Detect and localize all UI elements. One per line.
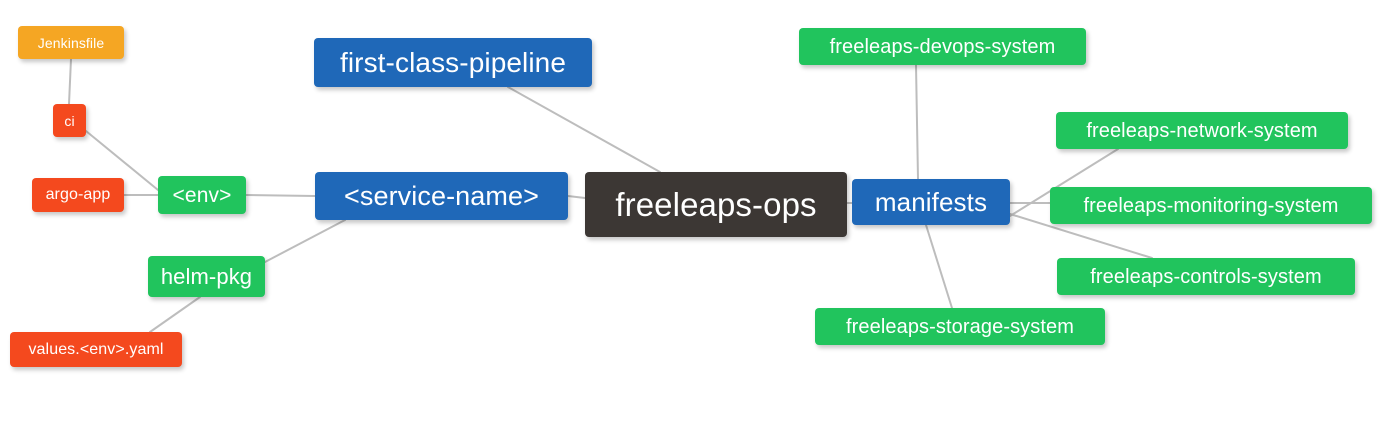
- node-label-freeleaps-controls-system: freeleaps-controls-system: [1090, 265, 1322, 288]
- node-values-env-yaml[interactable]: values.<env>.yaml: [10, 332, 182, 367]
- node-label-argo-app: argo-app: [45, 186, 111, 203]
- node-label-freeleaps-devops-system: freeleaps-devops-system: [829, 35, 1056, 58]
- edge-env-to-service-name: [245, 194, 316, 197]
- node-label-ci: ci: [64, 112, 75, 129]
- node-label-first-class-pipeline: first-class-pipeline: [339, 46, 567, 78]
- node-label-freeleaps-storage-system: freeleaps-storage-system: [845, 315, 1075, 338]
- edge-first-class-pipeline-to-freeleaps-ops: [507, 86, 661, 173]
- node-label-freeleaps-network-system: freeleaps-network-system: [1086, 119, 1318, 142]
- edge-manifests-to-freeleaps-devops-system: [915, 64, 919, 180]
- node-first-class-pipeline[interactable]: first-class-pipeline: [314, 38, 592, 87]
- node-service-name[interactable]: <service-name>: [315, 172, 568, 220]
- node-label-freeleaps-ops: freeleaps-ops: [615, 186, 817, 223]
- node-jenkinsfile[interactable]: Jenkinsfile: [18, 26, 124, 59]
- node-label-service-name: <service-name>: [344, 180, 539, 211]
- node-label-freeleaps-monitoring-system: freeleaps-monitoring-system: [1083, 194, 1339, 217]
- node-freeleaps-devops-system[interactable]: freeleaps-devops-system: [799, 28, 1086, 65]
- node-argo-app[interactable]: argo-app: [32, 178, 124, 212]
- node-freeleaps-storage-system[interactable]: freeleaps-storage-system: [815, 308, 1105, 345]
- node-env[interactable]: <env>: [158, 176, 246, 214]
- node-label-values-env-yaml: values.<env>.yaml: [28, 340, 164, 358]
- node-manifests[interactable]: manifests: [852, 179, 1010, 225]
- node-label-helm-pkg: helm-pkg: [160, 263, 253, 289]
- edge-helm-pkg-to-service-name: [264, 219, 346, 263]
- edge-jenkinsfile-to-ci: [68, 58, 72, 105]
- edge-service-name-to-freeleaps-ops: [567, 195, 586, 199]
- node-label-jenkinsfile: Jenkinsfile: [37, 34, 105, 51]
- node-freeleaps-ops[interactable]: freeleaps-ops: [585, 172, 847, 237]
- node-freeleaps-monitoring-system[interactable]: freeleaps-monitoring-system: [1050, 187, 1372, 224]
- node-helm-pkg[interactable]: helm-pkg: [148, 256, 265, 297]
- node-ci[interactable]: ci: [53, 104, 86, 137]
- node-freeleaps-network-system[interactable]: freeleaps-network-system: [1056, 112, 1348, 149]
- edge-manifests-to-freeleaps-storage-system: [925, 224, 953, 309]
- node-freeleaps-controls-system[interactable]: freeleaps-controls-system: [1057, 258, 1355, 295]
- edge-values-env-yaml-to-helm-pkg: [149, 296, 201, 333]
- node-label-manifests: manifests: [874, 187, 988, 217]
- node-label-env: <env>: [172, 183, 232, 207]
